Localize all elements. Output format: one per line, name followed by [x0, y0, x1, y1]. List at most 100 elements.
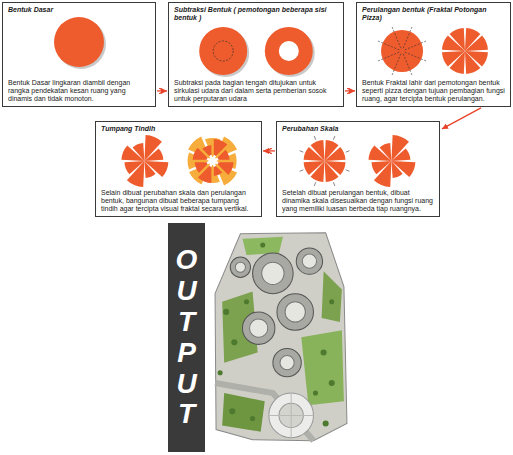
- site-plan-part: [218, 243, 335, 427]
- site-plan-part: [329, 380, 335, 386]
- illustration-area: [101, 133, 256, 189]
- cut-line: [333, 183, 335, 187]
- circle-shape: [381, 30, 423, 72]
- scale-art: [282, 133, 434, 189]
- output-label: OUTPUT: [173, 245, 201, 430]
- pizza-slice: [311, 140, 325, 161]
- cut-line: [333, 136, 335, 140]
- pizza-slice: [304, 161, 325, 175]
- site-plan-part: [222, 394, 265, 433]
- step-panel: Perulangan bentuk (Fraktal Potongan Pizz…: [356, 2, 511, 107]
- step-description: Setelah dibuat perulangan bentuk, dibuat…: [282, 189, 434, 213]
- illustration: [121, 133, 247, 189]
- illustration-area: [282, 133, 434, 189]
- pizza-art: [362, 23, 505, 79]
- illustration: [377, 26, 488, 76]
- step-panel: Subtraksi Bentuk ( pemotongan beberapa s…: [168, 2, 344, 107]
- drawing-part: [193, 139, 234, 183]
- site-plan-part: [244, 300, 249, 305]
- donut-hole: [279, 41, 299, 61]
- site-plan-part: [313, 391, 318, 396]
- step-description: Selain dibuat perubahan skala dan perula…: [101, 189, 256, 213]
- step-title: Subtraksi Bentuk ( pemotongan beberapa s…: [174, 6, 338, 23]
- cut-line: [314, 136, 316, 140]
- pizza-slice: [124, 161, 144, 174]
- pizza-slice: [380, 143, 392, 161]
- circle-shape: [54, 17, 104, 67]
- pizza-slice: [214, 166, 223, 176]
- pizza-slice: [391, 149, 410, 162]
- site-plan-part: [242, 312, 274, 344]
- cut-line: [392, 26, 401, 48]
- site-plan-part: [302, 255, 316, 269]
- site-plan-part: [231, 340, 237, 346]
- pizza-slice: [144, 161, 168, 177]
- site-plan: [212, 223, 350, 452]
- step-title: Perubahan Skala: [282, 125, 434, 133]
- site-plan-part: [242, 237, 283, 255]
- cut-line: [392, 54, 401, 76]
- pizza-slice: [144, 161, 155, 178]
- step-description: Bentuk Dasar lingkaran diambil dengan ra…: [8, 79, 150, 103]
- cut-line: [405, 40, 427, 49]
- donut-shape: [265, 27, 313, 75]
- cut-line: [405, 52, 427, 61]
- pizza-slice: [450, 28, 465, 51]
- pizza-slice: [218, 150, 230, 160]
- pizza-slice: [195, 163, 208, 174]
- pizza-slice: [391, 161, 415, 177]
- step-panel: Bentuk DasarBentuk Dasar lingkaran diamb…: [2, 2, 156, 107]
- site-plan-part: [215, 383, 313, 441]
- site-plan-part: [285, 302, 305, 322]
- flow-arrow: [345, 90, 355, 91]
- pizza-slice: [465, 51, 480, 74]
- cut-line: [403, 54, 412, 76]
- illustration: [199, 27, 315, 77]
- cut-line: [300, 151, 304, 153]
- pizza-slice: [202, 145, 211, 156]
- site-plan-part: [273, 349, 301, 377]
- site-plan-part: [250, 319, 268, 337]
- drawing-part: [178, 133, 248, 189]
- circle-shape: [199, 27, 247, 75]
- site-plan-part: [218, 371, 223, 376]
- pizza-slice: [371, 161, 391, 174]
- cut-line: [403, 26, 412, 48]
- site-plan-part: [223, 309, 229, 315]
- drawing-part: [442, 28, 488, 74]
- subtraction-art: [174, 23, 338, 79]
- cut-line: [300, 170, 304, 172]
- drawing-part: [304, 140, 346, 182]
- pizza-slice: [133, 143, 145, 161]
- cut-line: [346, 170, 350, 172]
- pizza-slice: [442, 51, 465, 66]
- site-plan-part: [280, 356, 294, 370]
- cut-line: [377, 40, 399, 49]
- site-plan-part: [260, 243, 265, 248]
- step-description: Bentuk Fraktal lahir dari pemotongan ben…: [362, 79, 505, 103]
- illustration: [54, 17, 106, 69]
- pizza-slice: [144, 149, 163, 162]
- site-plan-part: [277, 294, 314, 331]
- pizza-slice: [325, 147, 346, 161]
- site-plan-part: [215, 233, 347, 441]
- flow-arrow: [263, 150, 275, 151]
- circle-art: [8, 14, 150, 70]
- pizza-slice: [325, 161, 339, 182]
- illustration-area: [174, 23, 338, 79]
- site-plan-part: [269, 394, 314, 439]
- cut-line: [314, 183, 316, 187]
- site-plan-part: [235, 263, 245, 273]
- illustration-area: [8, 14, 150, 70]
- flow-arrow: [442, 108, 481, 129]
- site-plan-part: [250, 416, 255, 421]
- step-description: Subtraksi pada bagian tengah ditujukan u…: [174, 79, 338, 103]
- step-title: Bentuk Dasar: [8, 6, 150, 14]
- site-plan-part: [230, 258, 250, 278]
- pizza-slice: [465, 35, 488, 50]
- cut-line: [377, 52, 399, 61]
- illustration-area: [362, 23, 505, 79]
- step-title: Tumpang Tindih: [101, 125, 256, 133]
- illustration: [300, 135, 416, 187]
